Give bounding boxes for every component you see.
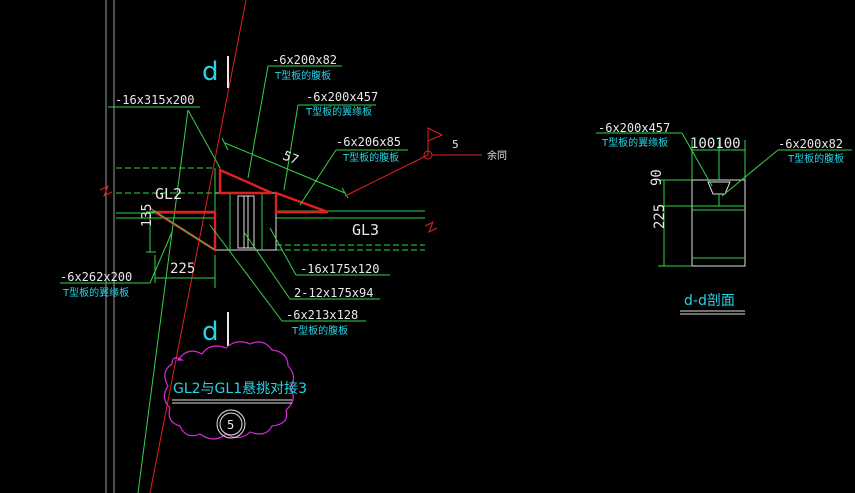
svg-text:T型板的腹板: T型板的腹板 (787, 152, 844, 165)
svg-text:-16x315x200: -16x315x200 (115, 93, 194, 107)
section-mark-bottom: d (202, 312, 229, 347)
svg-text:-6x200x457: -6x200x457 (598, 121, 670, 135)
revision-cloud: GL2与GL1悬挑对接3 5 (163, 341, 307, 440)
gl2-label: GL2 (155, 185, 182, 203)
svg-text:T型板的腹板: T型板的腹板 (274, 69, 331, 82)
svg-text:-6x206x85: -6x206x85 (336, 135, 401, 149)
reference-lines (105, 0, 247, 493)
svg-text:-16x175x120: -16x175x120 (300, 262, 379, 276)
section-mark-top: d (202, 56, 229, 88)
svg-text:225: 225 (652, 204, 668, 229)
svg-text:d: d (202, 57, 219, 87)
svg-text:d: d (202, 317, 219, 347)
red-plates (149, 168, 329, 253)
section-dd: 100100 -6x200x457 T型板的翼缘板 -6x200x82 T型板的… (596, 121, 852, 315)
svg-text:2-12x175x94: 2-12x175x94 (294, 286, 373, 300)
section-title: d-d剖面 (684, 293, 735, 309)
svg-text:T型板的腹板: T型板的腹板 (342, 151, 399, 164)
svg-text:100100: 100100 (690, 136, 741, 152)
svg-text:57: 57 (280, 149, 300, 169)
svg-text:135: 135 (140, 204, 155, 227)
svg-text:-6x262x200: -6x262x200 (60, 270, 132, 284)
beam-gl3: GL3 (276, 210, 438, 251)
svg-text:-6x200x82: -6x200x82 (778, 137, 843, 151)
svg-text:-6x200x457: -6x200x457 (306, 90, 378, 104)
gl3-label: GL3 (352, 221, 379, 239)
beam-gl2: GL2 (99, 167, 215, 219)
svg-text:T型板的翼缘板: T型板的翼缘板 (305, 105, 372, 118)
svg-text:225: 225 (170, 261, 195, 277)
svg-text:-6x213x128: -6x213x128 (286, 308, 358, 322)
svg-text:T型板的翼缘板: T型板的翼缘板 (62, 286, 129, 299)
svg-text:5: 5 (452, 138, 459, 151)
svg-text:余同: 余同 (487, 149, 507, 162)
svg-text:T型板的腹板: T型板的腹板 (291, 324, 348, 337)
svg-text:T型板的翼缘板: T型板的翼缘板 (601, 136, 668, 149)
svg-text:90: 90 (649, 169, 665, 186)
cloud-title: GL2与GL1悬挑对接3 (173, 380, 307, 397)
svg-text:-6x200x82: -6x200x82 (272, 53, 337, 67)
cloud-number: 5 (227, 418, 234, 432)
main-leaders: -6x200x82 T型板的腹板 -6x200x457 T型板的翼缘板 -16x… (60, 53, 507, 337)
